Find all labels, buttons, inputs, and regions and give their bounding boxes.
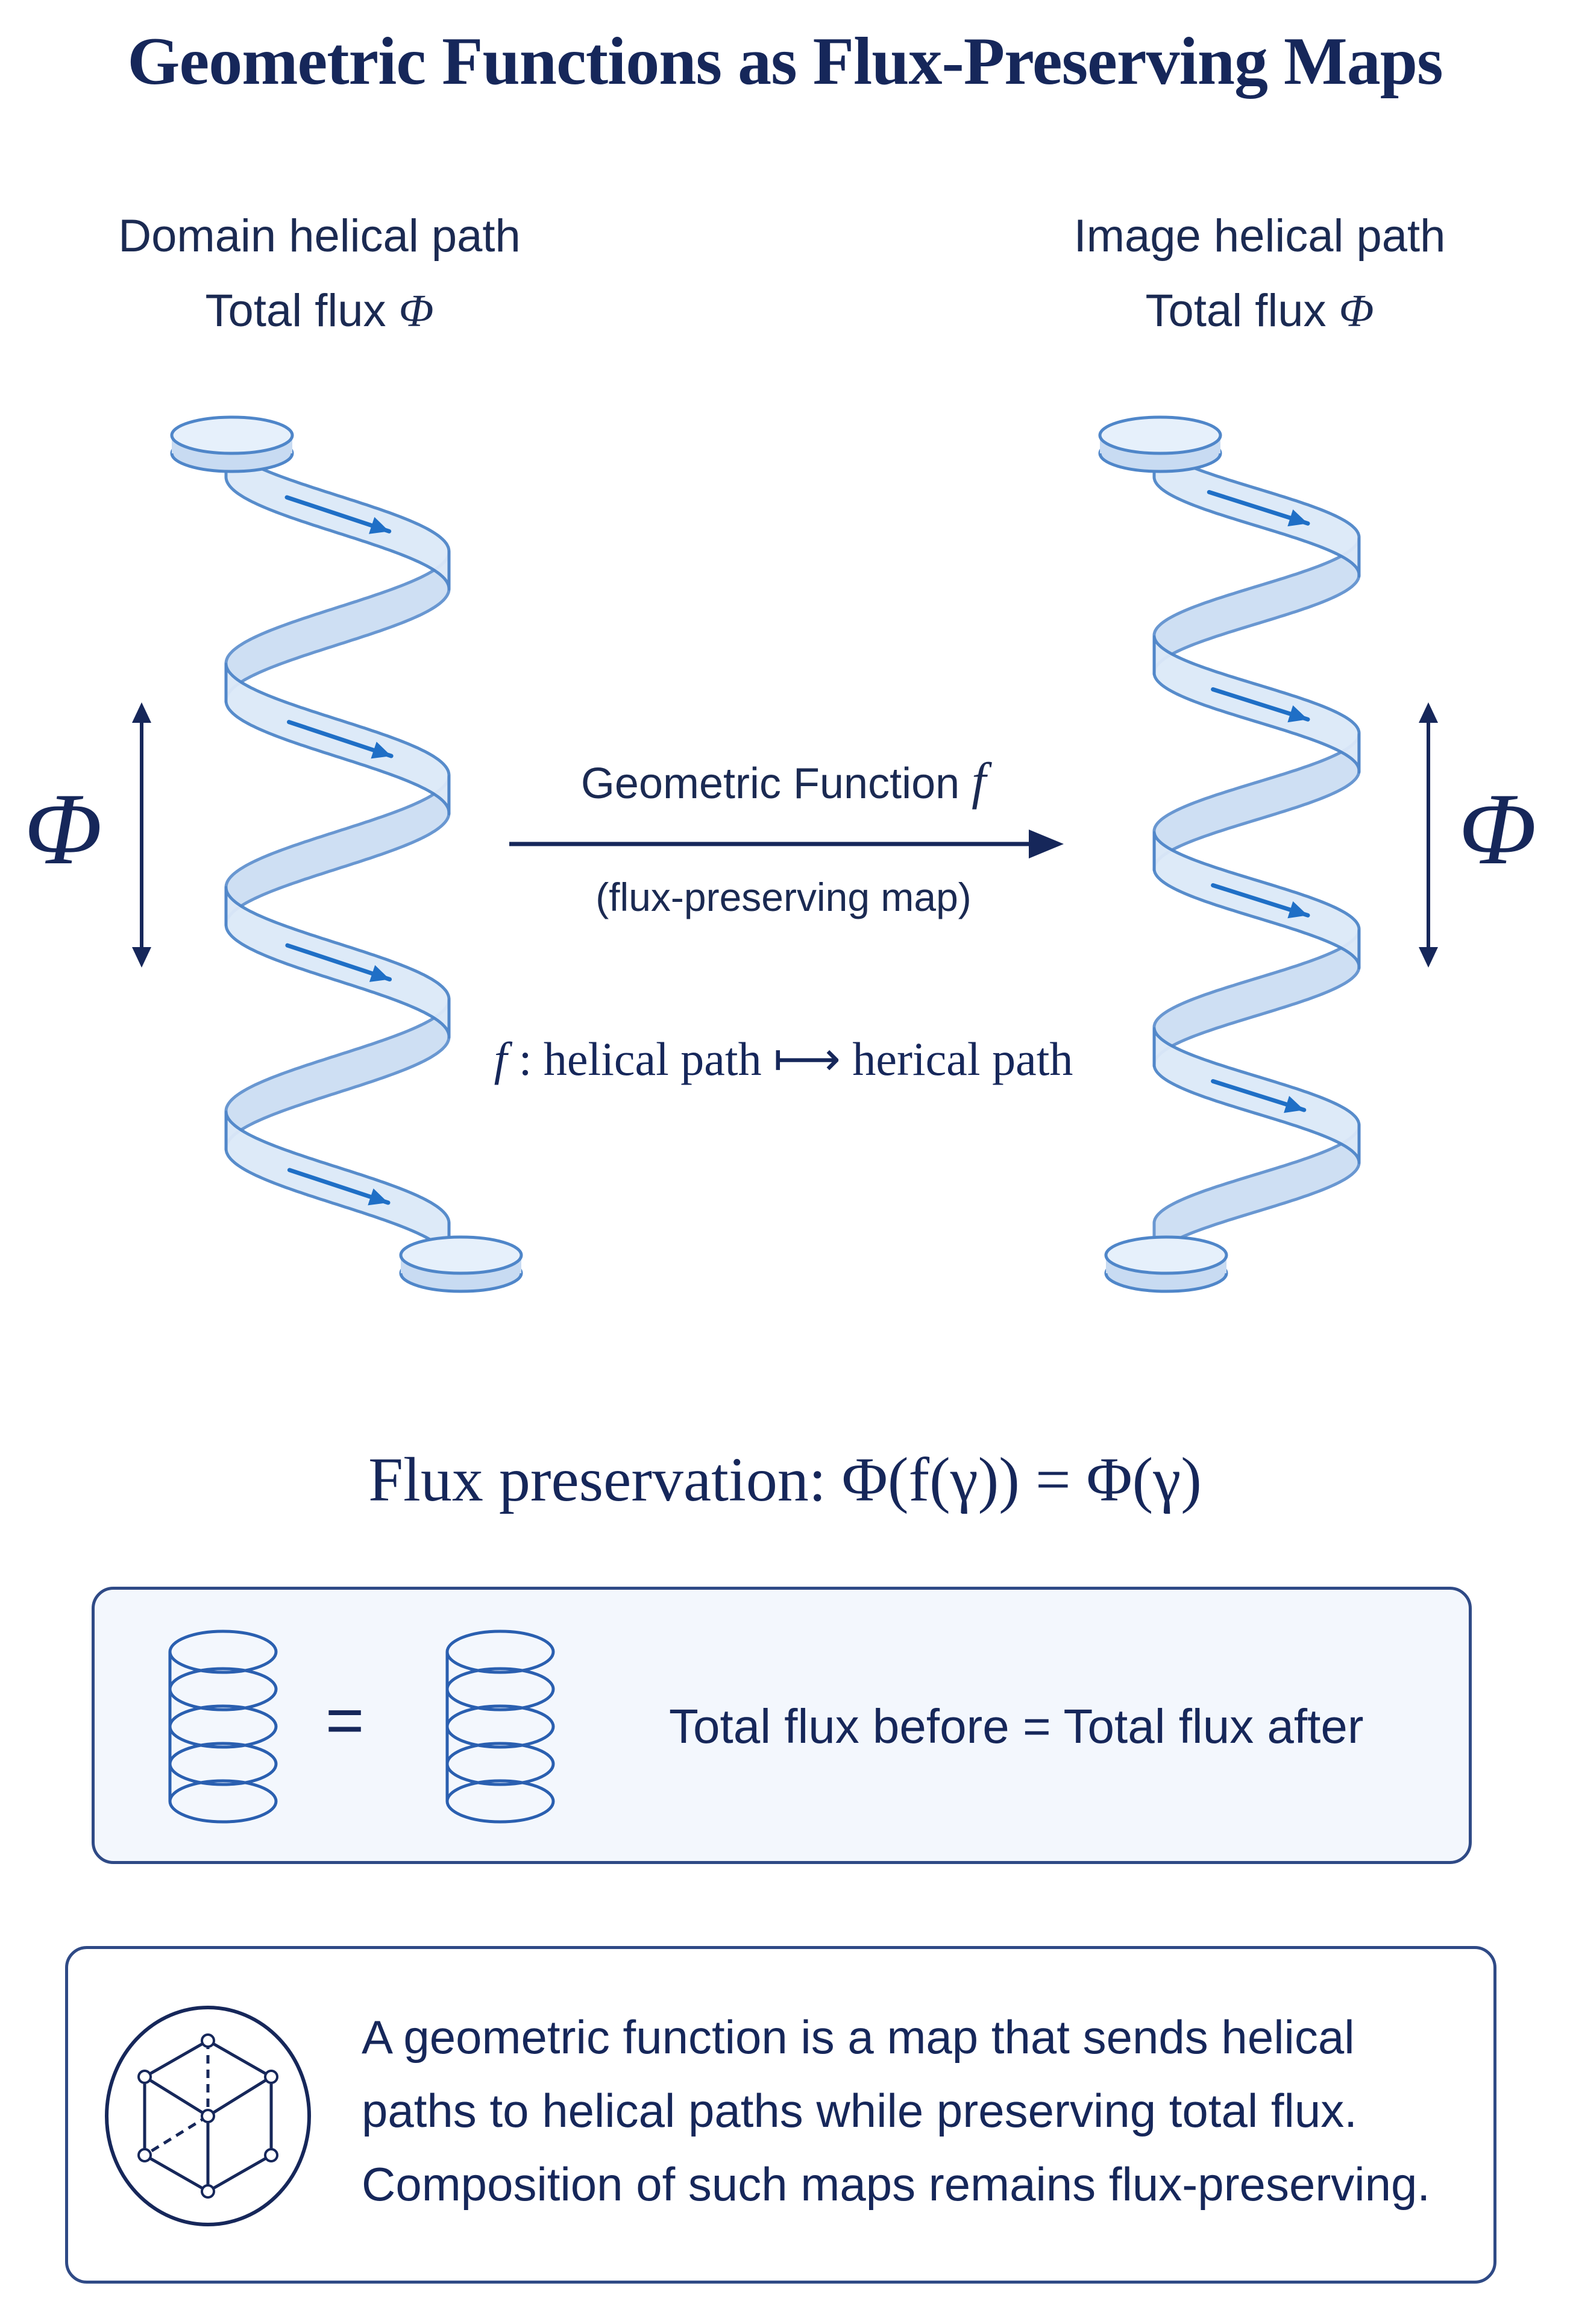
flux-preservation-equation: Φ(f(γ)) = Φ(γ)	[841, 1445, 1202, 1514]
description-text: A geometric function is a map that sends…	[362, 2000, 1430, 2221]
map-label: Geometric Function	[580, 760, 960, 808]
double-arrow-icon	[132, 702, 151, 968]
map-equation-rest: : helical path ⟼ herical path	[518, 1033, 1073, 1085]
ribbon-back	[1152, 537, 1361, 676]
panel-equals-sign: =	[325, 1683, 365, 1757]
coil-loop	[168, 1630, 278, 1674]
domain-label: Domain helical path	[118, 210, 521, 262]
flow-arrow-head	[368, 1188, 388, 1206]
coil-loop	[445, 1704, 555, 1749]
image-label-group: Image helical path Total flux Φ	[1000, 199, 1519, 348]
coil-loop	[445, 1742, 555, 1786]
image-label: Image helical path	[1073, 210, 1446, 262]
map-subtitle: (flux-preserving map)	[595, 875, 972, 919]
end-cap-top	[1104, 1235, 1228, 1275]
map-label-line: Geometric Function f	[506, 751, 1061, 811]
domain-flux-symbol: Φ	[398, 286, 434, 336]
end-cap-top	[399, 1235, 523, 1275]
flow-arrow-head	[1287, 705, 1308, 723]
map-equation: f : helical path ⟼ herical path	[470, 1032, 1097, 1086]
flow-arrow-head	[371, 742, 392, 759]
domain-label-group: Domain helical path Total flux Φ	[60, 199, 579, 348]
double-arrow-icon	[1419, 702, 1438, 968]
domain-flux-line: Total flux Φ	[60, 274, 579, 348]
coil-icon	[445, 1630, 555, 1824]
coil-loop	[168, 1742, 278, 1786]
page-title: Geometric Functions as Flux-Preserving M…	[127, 24, 1443, 99]
description-line: A geometric function is a map that sends…	[362, 2011, 1355, 2064]
left-flux-symbol: Φ	[24, 772, 102, 886]
ribbon-back	[1152, 929, 1361, 1068]
coil-loop	[445, 1779, 555, 1824]
map-function-symbol: f	[972, 752, 987, 810]
flow-arrow-head	[1287, 509, 1308, 527]
right-flux-symbol: Φ	[1459, 772, 1537, 886]
coil-loop	[168, 1704, 278, 1749]
flux-preservation: Flux preservation: Φ(f(γ)) = Φ(γ)	[0, 1444, 1570, 1516]
coil-loop	[168, 1667, 278, 1712]
flux-preservation-label: Flux preservation:	[368, 1445, 826, 1514]
flow-arrow-head	[1284, 1095, 1304, 1113]
description-panel	[65, 1946, 1496, 2284]
image-flux-text: Total flux	[1145, 285, 1327, 336]
end-cap-top	[1098, 415, 1222, 455]
domain-flux-text: Total flux	[205, 285, 386, 336]
coil-loop	[168, 1779, 278, 1824]
image-flux-line: Total flux Φ	[1000, 274, 1519, 348]
cube-icon	[105, 2006, 311, 2226]
map-arrow-icon	[509, 830, 1064, 858]
coil-loop	[445, 1630, 555, 1674]
end-cap-top	[170, 415, 294, 455]
map-equation-symbol: f	[494, 1033, 507, 1085]
flow-arrow-head	[1287, 901, 1308, 919]
flow-arrow-head	[369, 965, 390, 982]
flow-arrow-head	[368, 517, 389, 534]
coil-loop	[445, 1667, 555, 1712]
description-line: paths to helical paths while preserving …	[362, 2084, 1357, 2137]
panel-statement: Total flux before = Total flux after	[669, 1699, 1364, 1753]
image-flux-symbol: Φ	[1339, 286, 1374, 336]
equality-panel	[92, 1587, 1472, 1864]
coil-icon	[168, 1630, 278, 1824]
ribbon-back	[1152, 733, 1361, 872]
description-line: Composition of such maps remains flux-pr…	[362, 2158, 1431, 2211]
